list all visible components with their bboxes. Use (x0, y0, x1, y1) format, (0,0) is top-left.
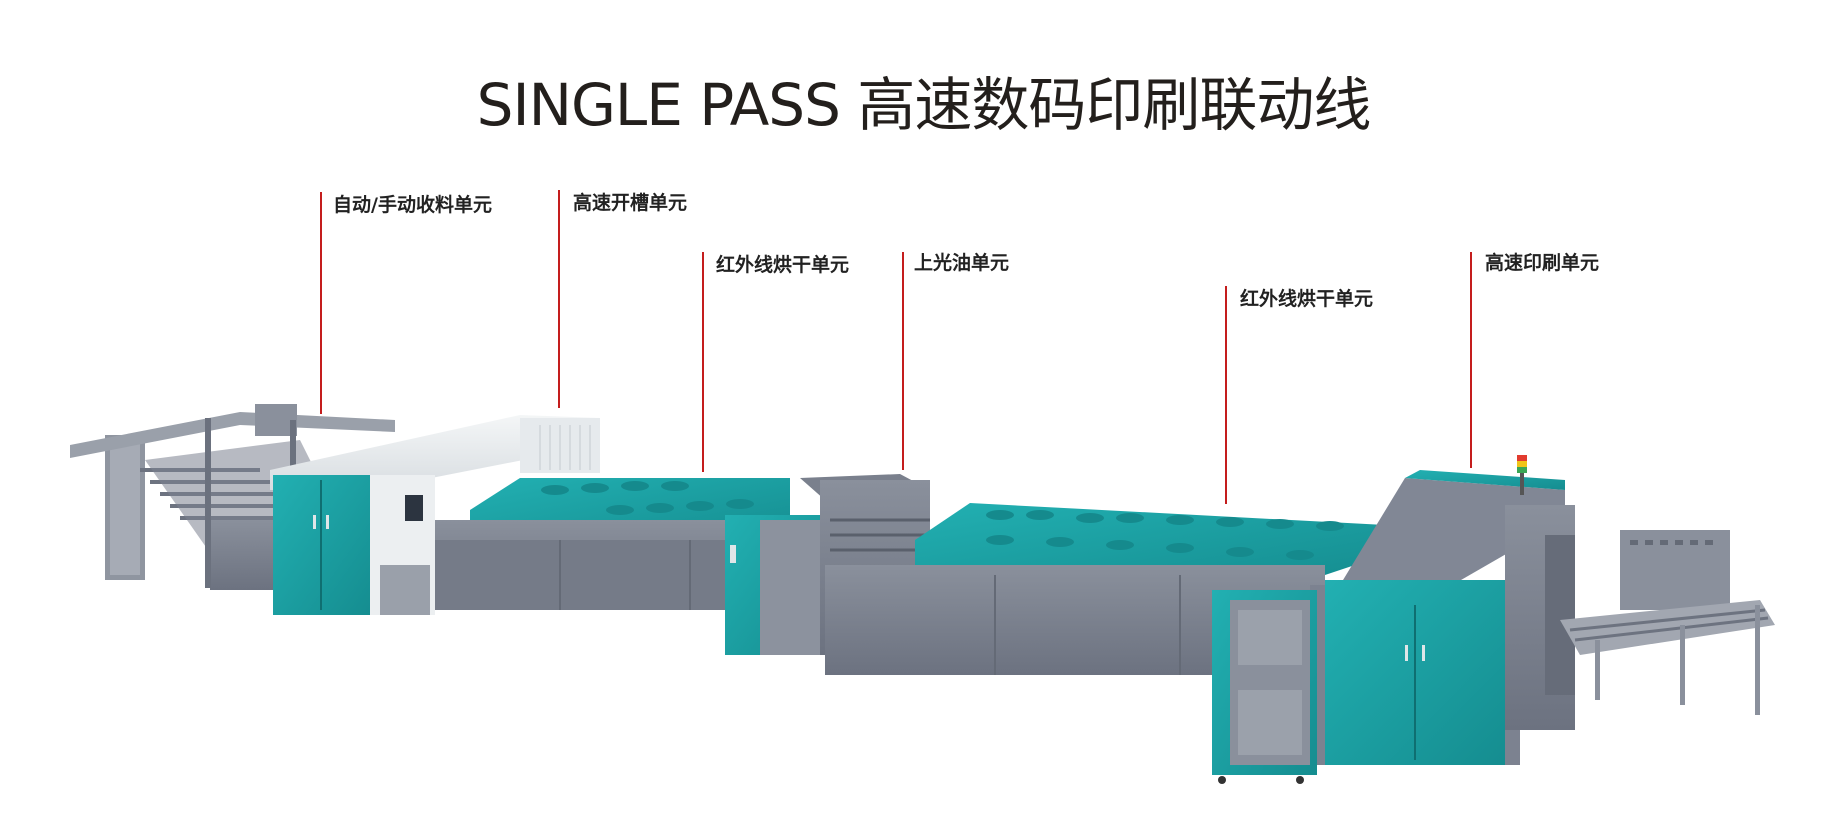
feeder-unit (1560, 530, 1775, 715)
label-ir-dryer-2: 红外线烘干单元 (1240, 288, 1374, 310)
leader-line-slotter (558, 190, 560, 408)
printer-unit (1212, 455, 1575, 784)
leader-line-printer (1470, 252, 1472, 468)
slotter-unit (270, 415, 600, 615)
label-coater: 上光油单元 (914, 252, 1010, 274)
leader-line-coater (902, 252, 904, 470)
label-printer: 高速印刷单元 (1485, 252, 1600, 274)
label-stacker: 自动/手动收料单元 (333, 194, 492, 216)
leader-line-ir-dryer-1 (702, 252, 704, 472)
leader-line-stacker (320, 192, 322, 414)
label-slotter: 高速开槽单元 (573, 192, 688, 214)
leader-line-ir-dryer-2 (1225, 286, 1227, 504)
label-ir-dryer-1: 红外线烘干单元 (716, 254, 850, 276)
diagram-title: SINGLE PASS 高速数码印刷联动线 (476, 71, 1372, 139)
